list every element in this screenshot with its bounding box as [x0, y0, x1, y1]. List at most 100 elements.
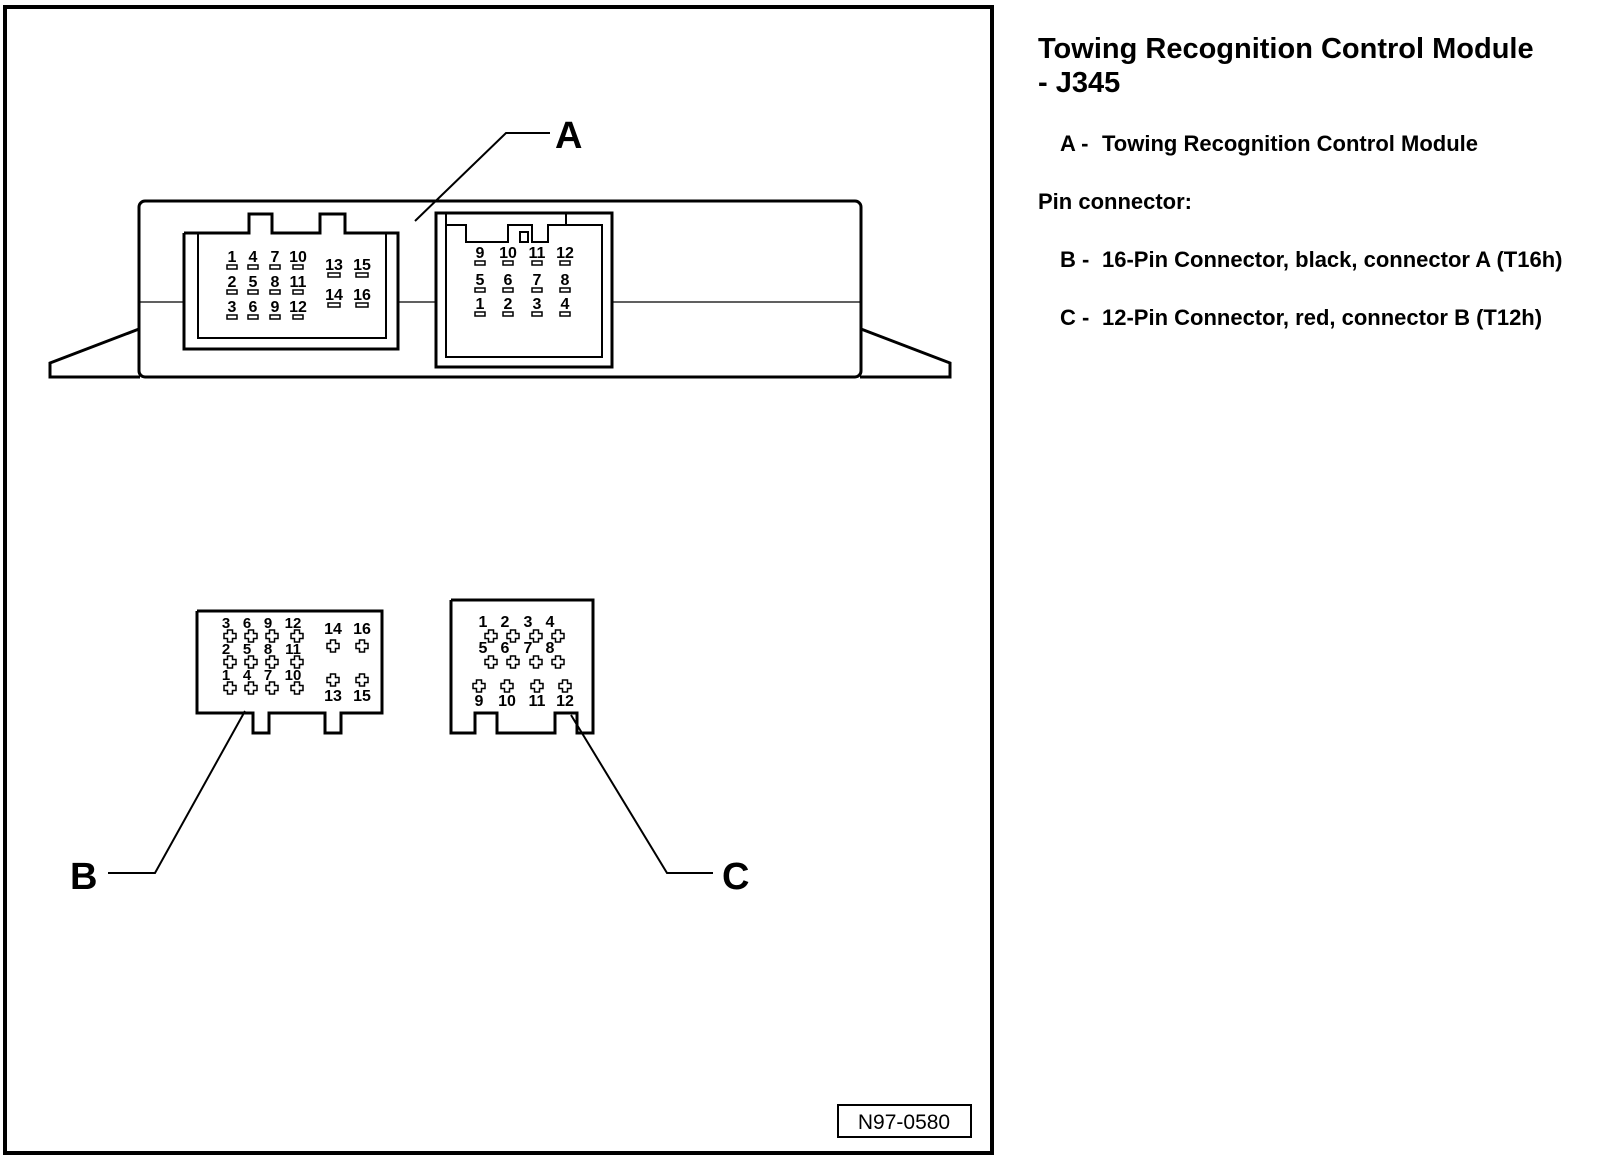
legend-title-line1: Towing Recognition Control Module: [1038, 33, 1534, 65]
plug-c-pin-number: 10: [498, 693, 516, 710]
pin-socket-mark: [327, 272, 341, 278]
module-socket-c-pin-number: 6: [504, 272, 513, 289]
module-socket-c-pin-number: 7: [533, 272, 542, 289]
pin-socket-mark: [355, 302, 369, 308]
pin-socket-mark: [269, 314, 281, 320]
pin-socket-mark: [474, 287, 486, 293]
callout-line-a: [414, 132, 550, 222]
pin-contact-icon: [506, 655, 520, 669]
module-socket-c-pin-number: 5: [476, 272, 485, 289]
pin-socket-mark: [226, 314, 238, 320]
plug-c-pin-number: 1: [479, 614, 488, 631]
plug-c-pin-number: 6: [501, 640, 510, 657]
pin-contact-icon: [265, 655, 279, 669]
plug-b-pin-number: 11: [285, 641, 301, 658]
plug-b-pin-number: 9: [264, 615, 272, 632]
legend-item-a-letter: A -: [1060, 131, 1089, 156]
module-socket-c-pin-number: 10: [499, 245, 517, 262]
pin-socket-mark: [269, 289, 281, 295]
pin-socket-mark: [474, 260, 486, 266]
module-socket-b-pin-number: 14: [325, 287, 343, 304]
pin-contact-icon: [551, 629, 565, 643]
module-socket-b-pin-number: 10: [289, 249, 307, 266]
plug-b-pin-number: 13: [324, 688, 342, 705]
module-socket-b-pin-number: 4: [249, 249, 258, 266]
module-socket-b-pin-number: 11: [290, 274, 307, 291]
module-socket-c-pin-number: 1: [476, 296, 485, 313]
pin-socket-mark: [502, 260, 514, 266]
plug-c-pin-number: 7: [524, 640, 533, 657]
pin-contact-icon: [290, 681, 304, 695]
plug-b-pin-number: 16: [353, 621, 371, 638]
pin-contact-icon: [551, 655, 565, 669]
module-socket-c: [434, 211, 614, 369]
legend-item-a-text: Towing Recognition Control Module: [1102, 131, 1478, 156]
pin-contact-icon: [506, 629, 520, 643]
plug-b-pin-number: 14: [324, 621, 342, 638]
plug-c-body: [449, 598, 595, 735]
legend-item-c-letter: C -: [1060, 305, 1090, 330]
legend-item-b-text: 16-Pin Connector, black, connector A (T1…: [1102, 247, 1563, 272]
figure-number-box: [837, 1104, 972, 1138]
pin-contact-icon: [472, 679, 486, 693]
pin-socket-mark: [474, 311, 486, 317]
pin-contact-icon: [558, 679, 572, 693]
pin-contact-icon: [500, 679, 514, 693]
pin-contact-icon: [355, 639, 369, 653]
module-socket-b-pin-number: 15: [353, 257, 371, 274]
pin-contact-icon: [244, 629, 258, 643]
pin-contact-icon: [484, 629, 498, 643]
legend-item-c: C - 12-Pin Connector, red, connector B (…: [1060, 304, 1590, 332]
plug-b-body: [195, 609, 384, 735]
plug-b-pin-number: 2: [222, 641, 230, 658]
module-socket-c-pin-number: 2: [504, 296, 513, 313]
module-socket-c-pin-number: 3: [533, 296, 542, 313]
plug-b-pin-number: 15: [353, 688, 371, 705]
module-socket-c-pin-number: 8: [561, 272, 570, 289]
legend-item-b: B - 16-Pin Connector, black, connector A…: [1060, 246, 1590, 274]
module-socket-b-pin-number: 3: [228, 299, 237, 316]
pin-socket-mark: [559, 260, 571, 266]
pin-socket-mark: [292, 264, 304, 270]
pin-contact-icon: [326, 673, 340, 687]
pin-socket-mark: [355, 272, 369, 278]
module-socket-b-pin-number: 2: [228, 274, 237, 291]
module-socket-b: [182, 212, 400, 351]
module-socket-b-pin-number: 16: [353, 287, 371, 304]
plug-b-pin-number: 6: [243, 615, 251, 632]
module-socket-b-pin-number: 6: [249, 299, 258, 316]
pin-socket-mark: [292, 289, 304, 295]
callout-label-a: A: [555, 115, 582, 157]
pin-contact-icon: [265, 629, 279, 643]
plug-c-pin-number: 2: [501, 614, 510, 631]
callout-line-c: [570, 714, 713, 874]
pin-socket-mark: [247, 264, 259, 270]
legend-item-b-letter: B -: [1060, 247, 1090, 272]
module-socket-b-pin-number: 1: [228, 249, 237, 266]
pin-contact-icon: [529, 629, 543, 643]
module-socket-c-pin-number: 9: [476, 245, 485, 262]
pin-socket-mark: [531, 311, 543, 317]
module-socket-b-pin-number: 12: [289, 299, 307, 316]
module-socket-b-pin-number: 7: [271, 249, 280, 266]
plug-b-pin-number: 1: [222, 667, 230, 684]
pin-socket-mark: [292, 314, 304, 320]
pin-contact-icon: [326, 639, 340, 653]
legend-item-a: A - Towing Recognition Control Module: [1060, 130, 1590, 158]
plug-c-pin-number: 8: [546, 640, 555, 657]
pin-contact-icon: [290, 629, 304, 643]
pin-socket-mark: [531, 287, 543, 293]
plug-b-pin-number: 10: [285, 667, 302, 684]
module-socket-c-pin-number: 11: [529, 245, 546, 262]
diagram-frame: [3, 5, 994, 1155]
pin-contact-icon: [265, 681, 279, 695]
pin-contact-icon: [223, 655, 237, 669]
pin-socket-mark: [559, 287, 571, 293]
plug-c-pin-number: 9: [475, 693, 484, 710]
pin-socket-mark: [247, 289, 259, 295]
